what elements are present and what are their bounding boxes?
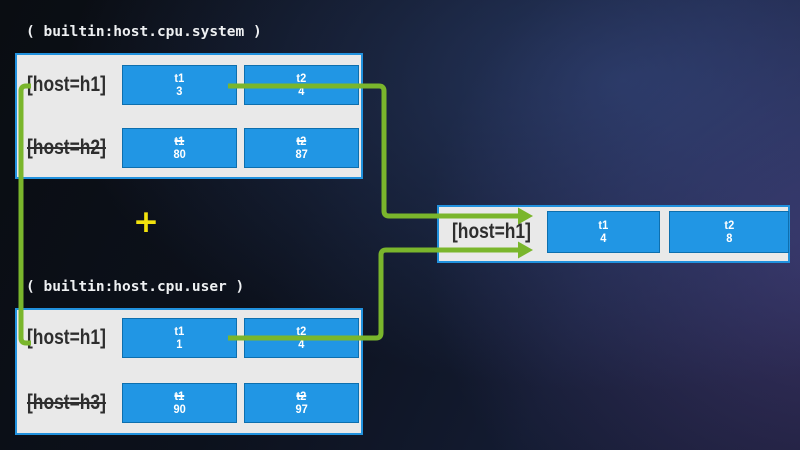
timestamp-label-struck: t1 — [174, 388, 185, 403]
datapoint-box-t2: t2 4 — [244, 318, 360, 358]
timestamp-label: t1 — [174, 323, 185, 338]
datapoint-value: 87 — [295, 147, 308, 161]
datapoint-value: 3 — [176, 84, 183, 98]
series-row-h1: [host=h1] t1 1 t2 4 — [27, 318, 366, 358]
datapoint-value: 1 — [176, 337, 183, 351]
datapoint-box-t1: t1 90 — [122, 383, 238, 423]
datapoint-value: 4 — [298, 84, 305, 98]
datapoint-value: 4 — [600, 231, 607, 245]
datapoint-value: 4 — [298, 337, 305, 351]
datapoint-box-t1: t1 1 — [122, 318, 238, 358]
result-panel: [host=h1] t1 4 t2 8 — [437, 205, 790, 263]
dimension-label-h3-struck: [host=h3] — [27, 391, 106, 414]
datapoint-value: 8 — [726, 231, 733, 245]
timestamp-label-struck: t2 — [296, 133, 307, 148]
datapoint-value: 90 — [173, 402, 186, 416]
datapoint-box-t2: t2 87 — [244, 128, 360, 168]
datapoint-box-t1: t1 3 — [122, 65, 238, 105]
dimension-label-h1: [host=h1] — [27, 73, 106, 96]
series-row-h1: [host=h1] t1 3 t2 4 — [27, 65, 366, 105]
datapoint-value: 80 — [173, 147, 186, 161]
metric-title-system: ( builtin:host.cpu.system ) — [26, 24, 262, 40]
series-panel-system: [host=h1] t1 3 t2 4 [host=h2] t1 80 t2 8… — [15, 53, 363, 179]
datapoint-box-t1: t1 80 — [122, 128, 238, 168]
timestamp-label: t2 — [724, 217, 734, 232]
timestamp-label-struck: t2 — [296, 388, 307, 403]
series-row-h3-deleted: [host=h3] t1 90 t2 97 — [27, 383, 366, 423]
datapoint-value: 97 — [295, 402, 308, 416]
dimension-label-h1: [host=h1] — [452, 220, 531, 243]
timestamp-label-struck: t1 — [174, 133, 185, 148]
datapoint-box-t2: t2 8 — [669, 211, 790, 253]
series-row-h2-deleted: [host=h2] t1 80 t2 87 — [27, 128, 366, 168]
plus-operator: + — [133, 204, 159, 240]
timestamp-label: t1 — [598, 217, 609, 232]
result-row-h1: [host=h1] t1 4 t2 8 — [452, 211, 790, 253]
timestamp-label: t1 — [174, 70, 185, 85]
metric-title-user: ( builtin:host.cpu.user ) — [26, 279, 245, 295]
series-panel-user: [host=h1] t1 1 t2 4 [host=h3] t1 90 t2 9… — [15, 308, 363, 435]
dimension-label-h2-struck: [host=h2] — [27, 136, 106, 159]
dimension-label-h1: [host=h1] — [27, 326, 106, 349]
datapoint-box-t2: t2 4 — [244, 65, 360, 105]
datapoint-box-t1: t1 4 — [547, 211, 661, 253]
datapoint-box-t2: t2 97 — [244, 383, 360, 423]
timestamp-label: t2 — [296, 323, 307, 338]
timestamp-label: t2 — [296, 70, 307, 85]
